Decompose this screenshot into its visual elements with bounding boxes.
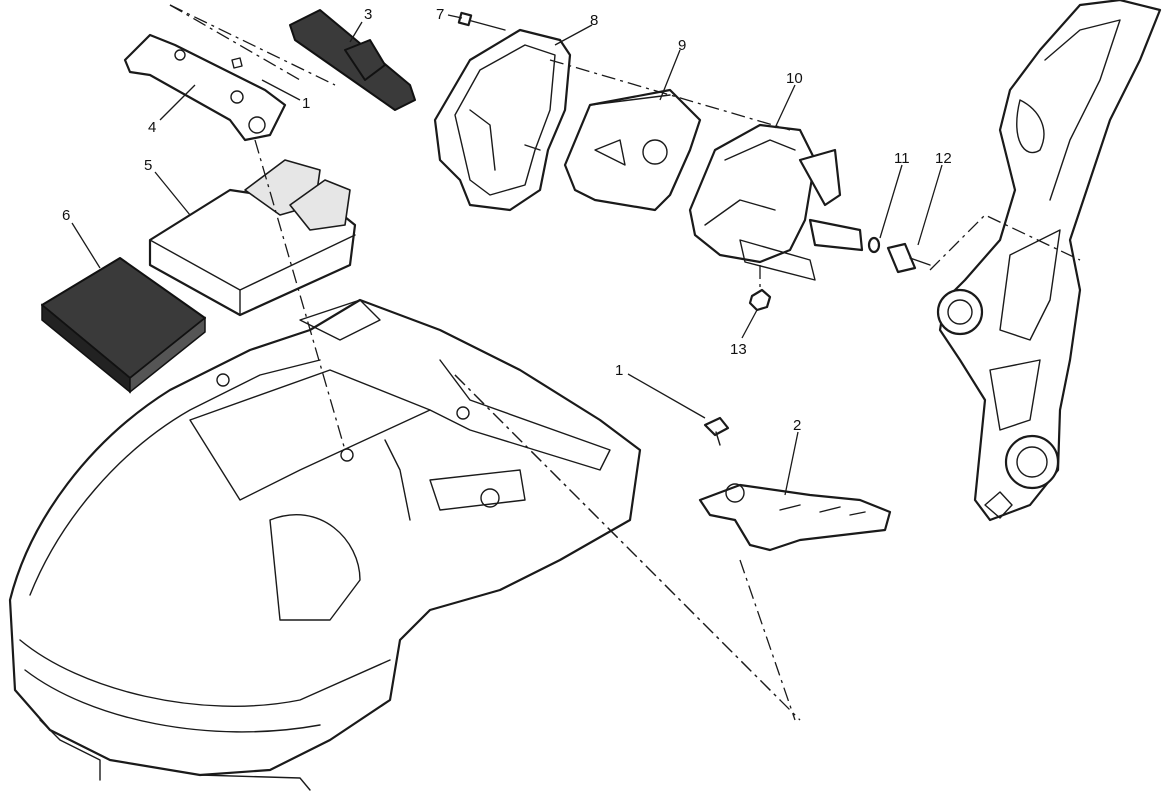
callout-12: 12 xyxy=(935,150,952,167)
airbox-housing xyxy=(8,298,642,791)
callout-10: 10 xyxy=(786,70,803,87)
callout-9: 9 xyxy=(678,37,686,54)
part-3-rubber xyxy=(289,9,416,111)
part-9-plate xyxy=(563,88,702,212)
callout-5: 5 xyxy=(144,157,152,174)
assembly-lines xyxy=(169,4,1081,721)
callout-2: 2 xyxy=(793,417,801,434)
part-6-pad xyxy=(41,257,206,394)
callout-8: 8 xyxy=(590,12,598,29)
part-4-bracket xyxy=(123,33,287,142)
part-5-control-unit xyxy=(148,159,357,317)
part-12-spacer xyxy=(886,242,931,274)
frame-bracket xyxy=(936,0,1162,522)
part-2-guard xyxy=(698,483,892,552)
part-7-bolt xyxy=(457,11,506,31)
callout-6: 6 xyxy=(62,207,70,224)
part-10-housing xyxy=(688,123,864,281)
callout-11: 11 xyxy=(894,150,910,167)
callout-7: 7 xyxy=(436,6,444,23)
part-8-cover xyxy=(433,28,572,212)
part-1-screw-lower xyxy=(703,416,730,446)
part-13-nut xyxy=(748,288,772,312)
callout-1-upper: 1 xyxy=(302,95,310,112)
part-11-washer xyxy=(867,236,881,254)
callout-4: 4 xyxy=(148,119,156,136)
leader-lines xyxy=(71,14,943,496)
callout-3: 3 xyxy=(364,6,372,23)
callout-13: 13 xyxy=(730,341,747,358)
callouts: 1 3 4 5 6 7 8 9 10 11 12 13 1 2 xyxy=(62,6,952,434)
callout-1-lower: 1 xyxy=(615,362,623,379)
